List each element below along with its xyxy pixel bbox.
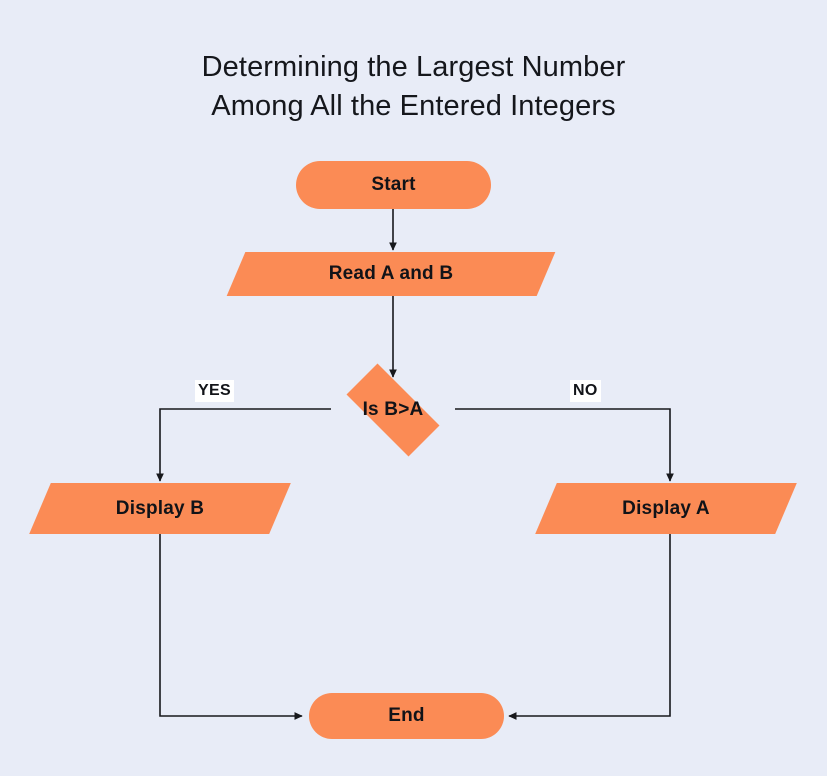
branch-label-no: NO [570,380,601,402]
node-display-b-label: Display B [115,497,205,519]
node-decision-label: Is B>A [362,399,424,420]
end-shape [309,693,504,739]
node-end-label: End [388,705,425,726]
connector-display-b-to-end [159,534,303,720]
branch-label-yes: YES [195,380,234,402]
connector-decision-yes-to-display-b [156,408,331,482]
connector-decision-no-to-display-a [455,408,674,482]
start-shape [296,161,491,209]
node-read[interactable]: Read A and B [226,252,556,296]
node-display-a-label: Display A [622,497,710,519]
node-start-label: Start [371,174,416,195]
node-read-label: Read A and B [328,263,454,284]
node-decision[interactable]: Is B>A [331,363,455,457]
diagram-title: Determining the Largest Number Among All… [201,51,626,122]
connector-display-a-to-end [508,534,671,720]
node-start[interactable]: Start [296,161,491,209]
node-end[interactable]: End [309,693,504,739]
node-display-a[interactable]: Display A [535,483,797,534]
node-display-b[interactable]: Display B [29,483,291,534]
